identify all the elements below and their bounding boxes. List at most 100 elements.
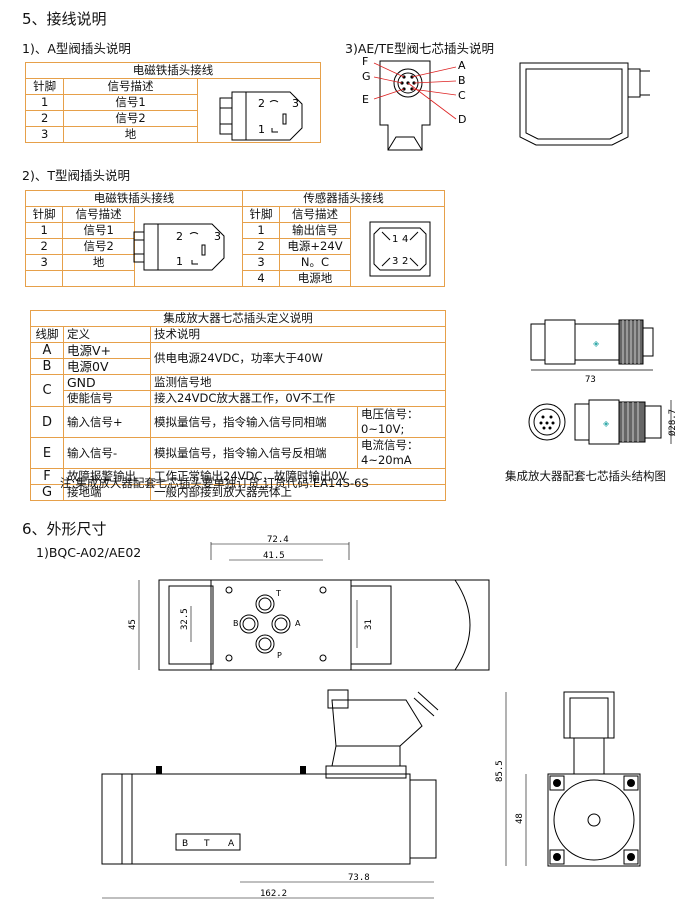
t-sol-pin: 2 <box>24 238 64 255</box>
t-sol-pin-1: 1 <box>176 255 183 268</box>
t-sensor-pin-1: 1 <box>392 234 398 245</box>
amp-table: 集成放大器七芯插头定义说明 线脚 定义 技术说明 A 电源V+ 供电电源24VD… <box>30 310 446 501</box>
a-row-pin: 3 <box>24 126 65 143</box>
ae-label-a: A <box>458 59 466 72</box>
t-sol-header-desc: 信号描述 <box>62 206 135 223</box>
model-title: 1)BQC-A02/AE02 <box>36 545 142 560</box>
t-sensor-pin-3: 3 <box>392 256 398 267</box>
amp-def: GND <box>63 374 151 391</box>
a-pin-1: 1 <box>258 123 265 136</box>
a-connector-drawing: 2 3 1 <box>219 91 303 141</box>
svg-text:◈: ◈ <box>603 419 610 428</box>
t-sol-diagram-cell <box>134 206 243 287</box>
a-pin-3: 3 <box>292 97 299 110</box>
bta-t: T <box>203 839 210 849</box>
amp-note: 接入24VDC放大器工作，0V不工作 <box>150 390 446 407</box>
a-row-desc: 地 <box>63 126 198 143</box>
amp-footnote: 注:集成放大器配套七芯插头要单独订货,订货代码:EA14S-6S <box>60 476 369 490</box>
t-sensor-desc: N。C <box>279 254 351 271</box>
port-p: P <box>277 651 282 660</box>
a-row-pin: 2 <box>24 110 65 127</box>
a-valve-title: 1)、A型阀插头说明 <box>22 41 131 56</box>
dim-73-8: 73.8 <box>348 873 370 883</box>
t-sensor-pin: 2 <box>242 238 280 255</box>
t-sol-desc: 地 <box>62 254 135 271</box>
amp-def: 电源V+ <box>63 342 151 359</box>
t-sol-pin: 3 <box>24 254 64 271</box>
amp-dim-dia: Ø28.7 <box>667 409 678 436</box>
port-b: B <box>233 619 239 628</box>
port-t: T <box>275 589 281 598</box>
amp-plug-drawing: ◈ 73 ◈ Ø28.7 <box>528 319 678 445</box>
amp-def: 输入信号- <box>63 437 151 469</box>
dim-32-5: 32.5 <box>180 608 190 630</box>
ae-label-b: B <box>458 74 466 87</box>
t-sensor-diagram-cell <box>350 206 445 287</box>
t-sol-pin-3: 3 <box>214 230 221 243</box>
section-5-title: 5、接线说明 <box>22 10 107 28</box>
t-sol-pin: 1 <box>24 222 64 239</box>
ae-label-e: E <box>362 93 369 106</box>
front-view-drawing: B T A 73.8 162.2 <box>101 689 439 899</box>
dim-48: 48 <box>515 813 525 824</box>
t-sensor-pin: 4 <box>242 270 280 287</box>
ae-label-c: C <box>458 89 466 102</box>
amp-note: 监测信号地 <box>150 374 446 391</box>
t-sensor-connector-drawing: 1 4 3 2 <box>369 221 431 277</box>
dim-45: 45 <box>128 619 138 630</box>
dim-41-5: 41.5 <box>263 551 285 561</box>
section-6-title: 6、外形尺寸 <box>22 520 107 538</box>
t-sol-desc: 信号2 <box>62 238 135 255</box>
svg-text:◈: ◈ <box>593 339 600 348</box>
t-sensor-pin-4: 4 <box>402 234 408 245</box>
t-sensor-desc: 输出信号 <box>279 222 351 239</box>
port-a: A <box>295 619 301 628</box>
amp-pin: F <box>30 468 64 485</box>
t-sol-header-pin: 针脚 <box>24 206 64 223</box>
a-diagram-cell <box>196 78 322 143</box>
t-sol-empty <box>62 270 135 287</box>
amp-note: 一般内部接到放大器壳体上 <box>150 484 446 501</box>
t-valve-table: 电磁铁插头接线 传感器插头接线 针脚 信号描述 针脚 信号描述 1 信号1 1 … <box>24 190 445 287</box>
amp-pin: A <box>30 342 64 359</box>
a-header-desc: 信号描述 <box>63 78 198 95</box>
t-sol-connector-drawing: 2 3 1 <box>133 223 225 271</box>
amp-note-extra: 电压信号：0~10V; <box>357 406 446 438</box>
amp-pin: B <box>30 358 64 375</box>
amp-def: 接地端 <box>63 484 151 501</box>
t-sensor-pin: 3 <box>242 254 280 271</box>
t-sol-title: 电磁铁插头接线 <box>25 190 243 207</box>
amp-table-title: 集成放大器七芯插头定义说明 <box>30 310 446 327</box>
ae-connector-drawing: F G E A B C D <box>362 55 650 151</box>
t-sensor-pin-2: 2 <box>402 256 408 267</box>
dim-31: 31 <box>364 619 374 630</box>
amp-header-note: 技术说明 <box>150 326 446 343</box>
t-sensor-desc: 电源地 <box>279 270 351 287</box>
dim-85-5: 85.5 <box>495 760 505 782</box>
t-sol-pin-2: 2 <box>176 230 183 243</box>
amp-note: 供电电源24VDC，功率大于40W <box>150 342 446 375</box>
dim-72-4: 72.4 <box>267 535 289 545</box>
amp-note: 工作正常输出24VDC，故障时输出0V <box>150 468 446 485</box>
amp-dim-length: 73 <box>585 375 596 385</box>
a-pin-2: 2 <box>258 97 265 110</box>
t-sol-desc: 信号1 <box>62 222 135 239</box>
t-valve-title: 2)、T型阀插头说明 <box>22 168 130 183</box>
t-sensor-pin: 1 <box>242 222 280 239</box>
amp-note: 模拟量信号，指令输入信号同相端 <box>150 406 358 438</box>
t-sensor-title: 传感器插头接线 <box>242 190 445 207</box>
amp-plug-caption: 集成放大器配套七芯插头结构图 <box>505 469 666 483</box>
ae-label-d: D <box>458 113 466 126</box>
a-header-pin: 针脚 <box>24 78 65 95</box>
bta-b: B <box>182 839 188 849</box>
amp-header-pin: 线脚 <box>30 326 64 343</box>
amp-pin: C <box>30 374 64 407</box>
a-table-title: 电磁铁插头接线 <box>25 62 321 79</box>
bta-a: A <box>228 839 235 849</box>
amp-def: 电源0V <box>63 358 151 375</box>
top-view-drawing: 72.4 41.5 T B A P 45 32.5 31 <box>128 535 490 671</box>
amp-note-extra: 电流信号：4~20mA <box>357 437 446 469</box>
t-sol-empty <box>24 270 64 287</box>
side-view-drawing: 85.5 48 <box>495 691 641 867</box>
